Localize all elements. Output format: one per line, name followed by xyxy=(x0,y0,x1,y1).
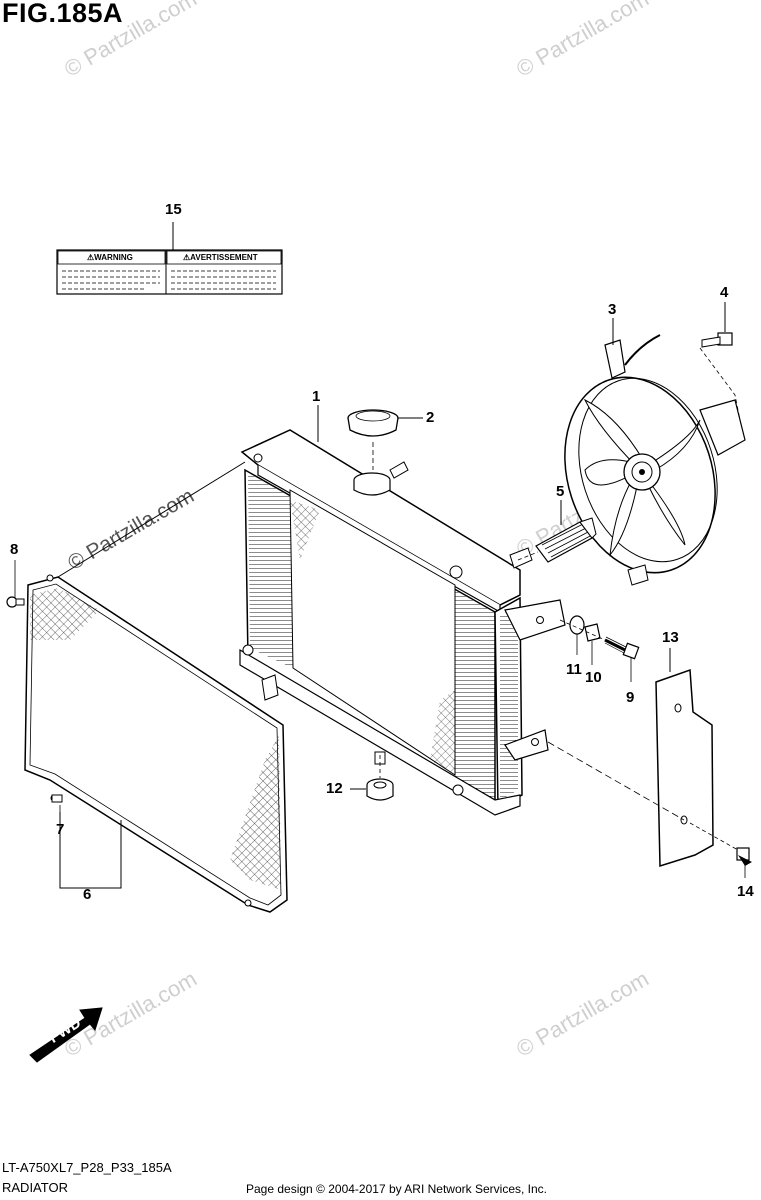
callout-6[interactable]: 6 xyxy=(83,886,92,903)
callout-4[interactable]: 4 xyxy=(720,284,729,301)
callout-3[interactable]: 3 xyxy=(608,301,617,318)
section-name: RADIATOR xyxy=(2,1180,68,1195)
cushion-icon xyxy=(569,615,585,655)
fan-icon xyxy=(564,318,746,586)
bolt-icon xyxy=(559,619,640,682)
grommet-icon xyxy=(350,755,394,801)
callout-13[interactable]: 13 xyxy=(662,629,679,646)
callout-14[interactable]: 14 xyxy=(737,883,754,900)
warning-label-left: ⚠WARNING xyxy=(87,253,133,262)
copyright: Page design © 2004-2017 by ARI Network S… xyxy=(246,1182,548,1196)
callout-2[interactable]: 2 xyxy=(426,409,435,426)
cap-icon xyxy=(347,409,423,470)
callout-1[interactable]: 1 xyxy=(312,388,321,405)
figure-title: FIG.185A xyxy=(2,0,124,28)
callout-12[interactable]: 12 xyxy=(326,780,343,797)
model-code: LT-A750XL7_P28_P33_185A xyxy=(2,1160,172,1175)
callout-7[interactable]: 7 xyxy=(56,821,65,838)
bolt-icon xyxy=(6,560,25,608)
callout-9[interactable]: 9 xyxy=(626,689,635,706)
warning-label-right: ⚠AVERTISSEMENT xyxy=(183,253,258,262)
spacer-icon xyxy=(584,623,601,665)
callout-5[interactable]: 5 xyxy=(556,483,565,500)
warning-label-icon xyxy=(56,222,283,295)
callout-10[interactable]: 10 xyxy=(585,669,602,686)
fwd-arrow-icon xyxy=(29,1007,103,1063)
radiator-screen-icon xyxy=(24,574,288,913)
callout-15[interactable]: 15 xyxy=(165,201,182,218)
cover-icon xyxy=(547,648,714,868)
bolt-icon xyxy=(699,302,741,421)
callout-8[interactable]: 8 xyxy=(10,541,19,558)
switch-icon xyxy=(517,500,597,563)
callout-bracket-6 xyxy=(59,812,122,889)
radiator-icon xyxy=(239,429,566,816)
screw-icon xyxy=(689,822,752,878)
callout-11[interactable]: 11 xyxy=(566,661,582,678)
